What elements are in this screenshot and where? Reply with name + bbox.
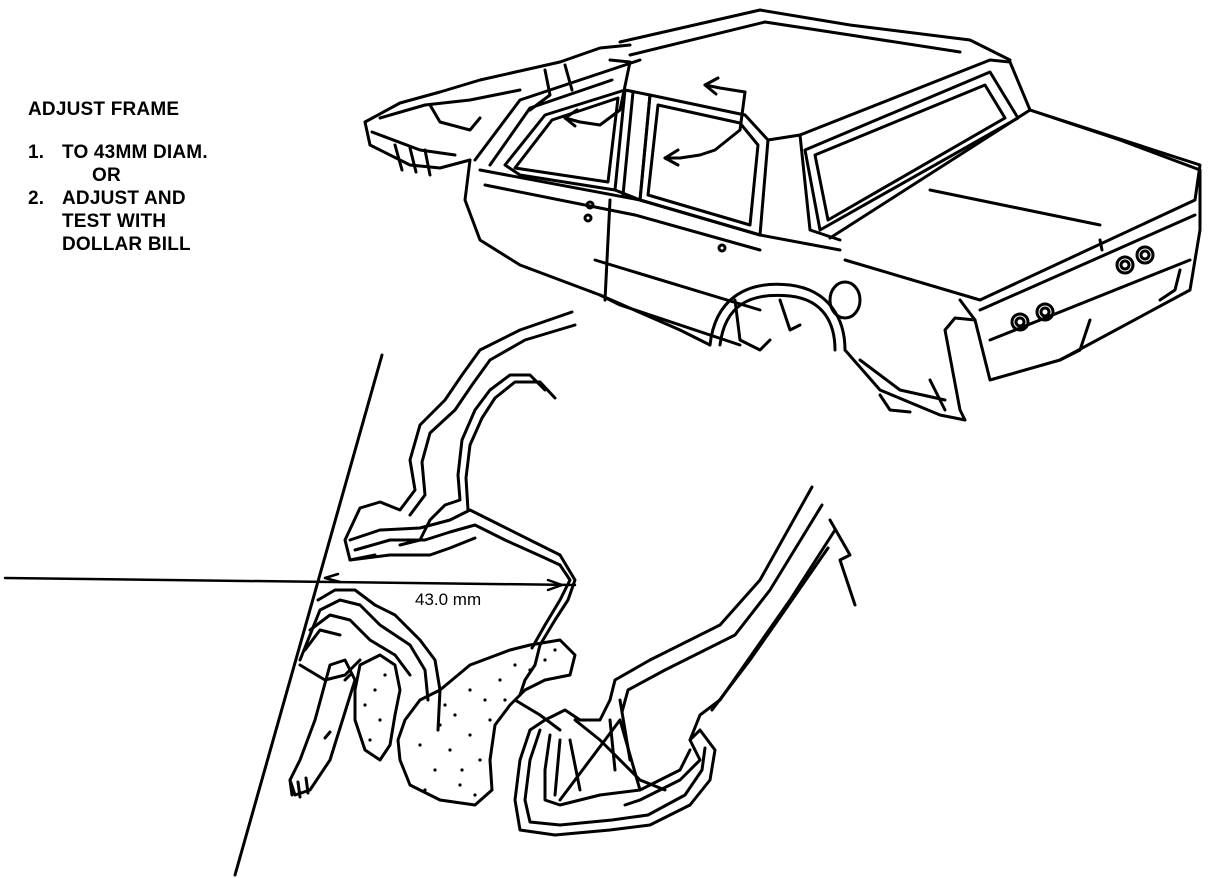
instruction-item-2: 2. ADJUST AND (28, 187, 288, 210)
weatherstrip-section-detail (233, 310, 857, 877)
instruction-item-1: 1. TO 43MM DIAM. (28, 141, 288, 164)
dimension-label: 43.0 mm (415, 590, 482, 609)
instruction-separator: OR (92, 165, 121, 186)
instruction-number: 2. (28, 188, 45, 209)
instructions-title: ADJUST FRAME (28, 99, 180, 120)
adjust-direction-arrows (563, 58, 747, 167)
instruction-text: ADJUST AND (62, 188, 186, 209)
instruction-text: TEST WITH (62, 211, 167, 232)
instruction-number: 1. (28, 142, 45, 163)
sponge-stipple (363, 648, 557, 797)
instruction-text: TO 43MM DIAM. (62, 142, 208, 163)
instruction-item-2-line-3: DOLLAR BILL (28, 233, 288, 256)
dimension-line (3, 572, 577, 592)
car-body-illustration (363, 8, 1202, 422)
adjustment-instructions: ADJUST FRAME 1. TO 43MM DIAM. OR 2. ADJU… (28, 98, 288, 256)
instruction-text: DOLLAR BILL (62, 234, 191, 255)
instruction-item-2-line-2: TEST WITH (28, 210, 288, 233)
